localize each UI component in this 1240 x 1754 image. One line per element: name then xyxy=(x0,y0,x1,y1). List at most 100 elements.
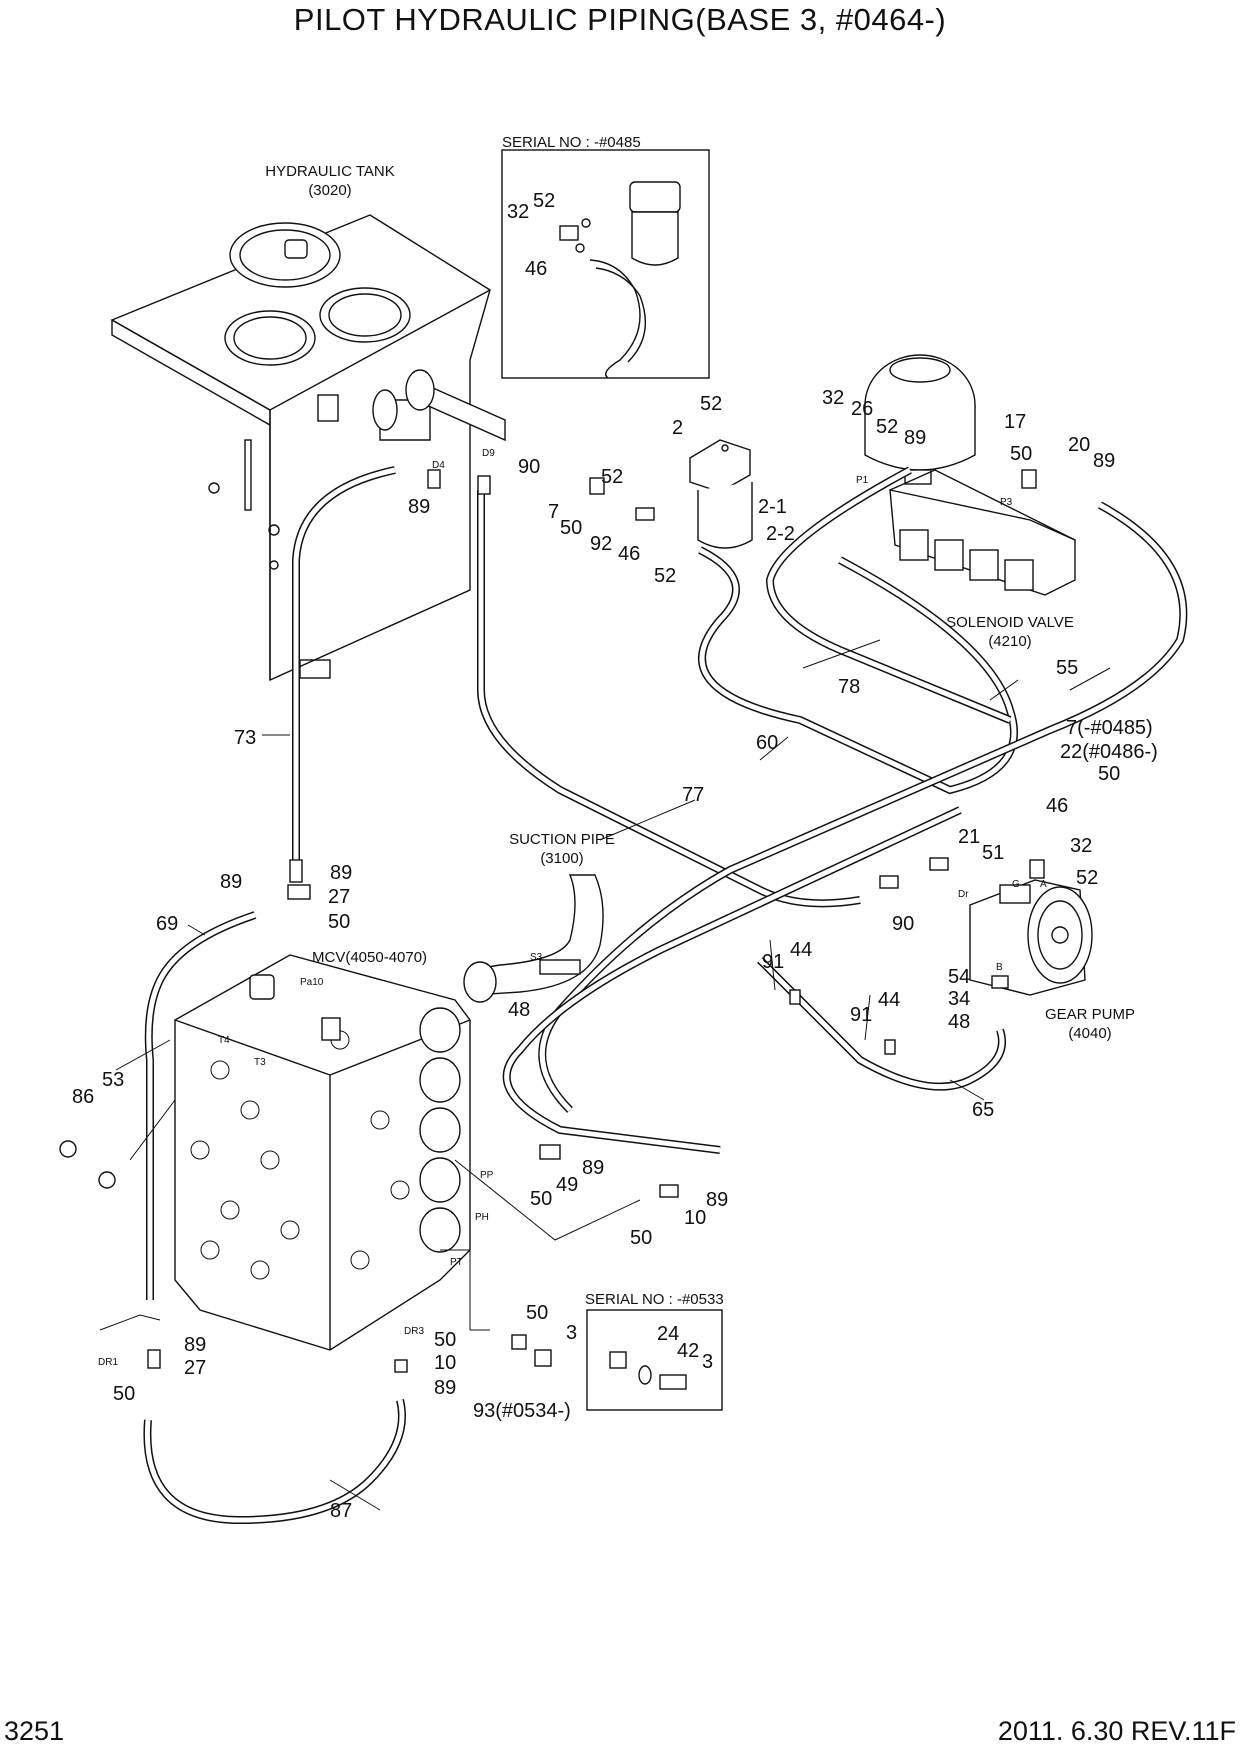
port-label: PT xyxy=(450,1257,463,1268)
port-label: P1 xyxy=(856,475,869,486)
callout: 93(#0534-) xyxy=(473,1400,571,1422)
callout: 22(#0486-) xyxy=(1060,741,1158,763)
callout: 89 xyxy=(706,1189,728,1211)
port-label: D4 xyxy=(432,460,445,471)
callout: 89 xyxy=(434,1377,456,1399)
gear-pump-code: (4040) xyxy=(1068,1025,1111,1042)
callout: 10 xyxy=(684,1207,706,1229)
port-label: P3 xyxy=(1000,497,1013,508)
port-label: Pa10 xyxy=(300,977,324,988)
revision-date: 2011. 6.30 REV.11F xyxy=(997,1716,1236,1746)
callout: 49 xyxy=(556,1174,578,1196)
filter-inset-label: 32 xyxy=(507,201,529,223)
accumulator xyxy=(864,354,976,485)
callout: 89 xyxy=(220,871,242,893)
solenoid-valve-code: (4210) xyxy=(988,633,1031,650)
callout: 32 xyxy=(1070,835,1092,857)
port-label: T3 xyxy=(254,1057,266,1068)
callout: 77 xyxy=(682,784,704,806)
filter-inset-label: 46 xyxy=(525,258,547,280)
callout: 92 xyxy=(590,533,612,555)
callout: 52 xyxy=(1076,867,1098,889)
callout: 89 xyxy=(330,862,352,884)
port-label: DR3 xyxy=(404,1326,424,1337)
callout: 55 xyxy=(1056,657,1078,679)
port-label: PP xyxy=(480,1170,494,1181)
callout: 26 xyxy=(851,398,873,420)
fittings xyxy=(59,469,1045,1373)
callout: 44 xyxy=(878,989,900,1011)
callout: 73 xyxy=(234,727,256,749)
callout: 48 xyxy=(508,999,530,1021)
callout: 89 xyxy=(904,427,926,449)
page-title: PILOT HYDRAULIC PIPING(BASE 3, #0464-) xyxy=(293,2,947,37)
callout: 69 xyxy=(156,913,178,935)
callout: 91 xyxy=(850,1004,872,1026)
solenoid-valve-name: SOLENOID VALVE xyxy=(946,614,1074,631)
port-label: DR1 xyxy=(98,1357,118,1368)
callout: 53 xyxy=(102,1069,124,1091)
callout: 10 xyxy=(434,1352,456,1374)
page-number: 3251 xyxy=(4,1716,65,1746)
pilot-filter xyxy=(689,439,753,549)
suction-pipe-code: (3100) xyxy=(540,850,583,867)
port-label: T4 xyxy=(218,1035,230,1046)
callout: 50 xyxy=(530,1188,552,1210)
port-label: Dr xyxy=(958,889,969,900)
gear-pump xyxy=(969,879,1093,996)
callout: 87 xyxy=(330,1500,352,1522)
callouts: 90 89 52 2 32 26 52 89 17 50 20 89 52 7 … xyxy=(72,387,1158,1522)
callout: 7(-#0485) xyxy=(1066,717,1153,739)
callout: 50 xyxy=(526,1302,548,1324)
callout: 2 xyxy=(672,417,683,439)
sensor-inset-label: 24 xyxy=(657,1323,679,1345)
callout: 51 xyxy=(982,842,1004,864)
callout: 27 xyxy=(328,886,350,908)
callout: 90 xyxy=(518,456,540,478)
mcv-block xyxy=(174,954,471,1351)
port-label: D9 xyxy=(482,448,495,459)
callout: 2-1 xyxy=(758,496,787,518)
callout: 89 xyxy=(408,496,430,518)
callout: 50 xyxy=(560,517,582,539)
callout: 60 xyxy=(756,732,778,754)
port-label: G xyxy=(1012,879,1020,890)
port-label: PH xyxy=(475,1212,489,1223)
callout: 65 xyxy=(972,1099,994,1121)
callout: 3 xyxy=(566,1322,577,1344)
callout: 50 xyxy=(1010,443,1032,465)
callout: 89 xyxy=(184,1334,206,1356)
callout: 50 xyxy=(1098,763,1120,785)
callout: 89 xyxy=(1093,450,1115,472)
callout: 50 xyxy=(328,911,350,933)
callout: 52 xyxy=(601,466,623,488)
callout: 34 xyxy=(948,988,970,1010)
callout: 91 xyxy=(762,951,784,973)
callout: 17 xyxy=(1004,411,1026,433)
port-label: B xyxy=(996,962,1003,973)
sensor-inset xyxy=(586,1309,723,1411)
callout: 44 xyxy=(790,939,812,961)
suction-pipe-name: SUCTION PIPE xyxy=(509,831,615,848)
callout: 78 xyxy=(838,676,860,698)
callout: 50 xyxy=(434,1329,456,1351)
sensor-inset-title: SERIAL NO : -#0533 xyxy=(585,1291,724,1308)
port-label: S3 xyxy=(530,952,543,963)
callout: 52 xyxy=(654,565,676,587)
callout: 52 xyxy=(876,416,898,438)
callout: 54 xyxy=(948,966,970,988)
callout: 46 xyxy=(1046,795,1068,817)
gear-pump-name: GEAR PUMP xyxy=(1045,1006,1135,1023)
hydraulic-tank xyxy=(110,214,506,682)
callout: 52 xyxy=(700,393,722,415)
mcv-name: MCV(4050-4070) xyxy=(312,949,427,966)
callout: 48 xyxy=(948,1011,970,1033)
callout: 86 xyxy=(72,1086,94,1108)
filter-inset-label: 52 xyxy=(533,190,555,212)
callout: 2-2 xyxy=(766,523,795,545)
sensor-inset-label: 42 xyxy=(677,1340,699,1362)
solenoid-valve xyxy=(889,469,1076,596)
port-label: A xyxy=(1040,879,1047,890)
filter-inset-title: SERIAL NO : -#0485 xyxy=(502,134,641,151)
